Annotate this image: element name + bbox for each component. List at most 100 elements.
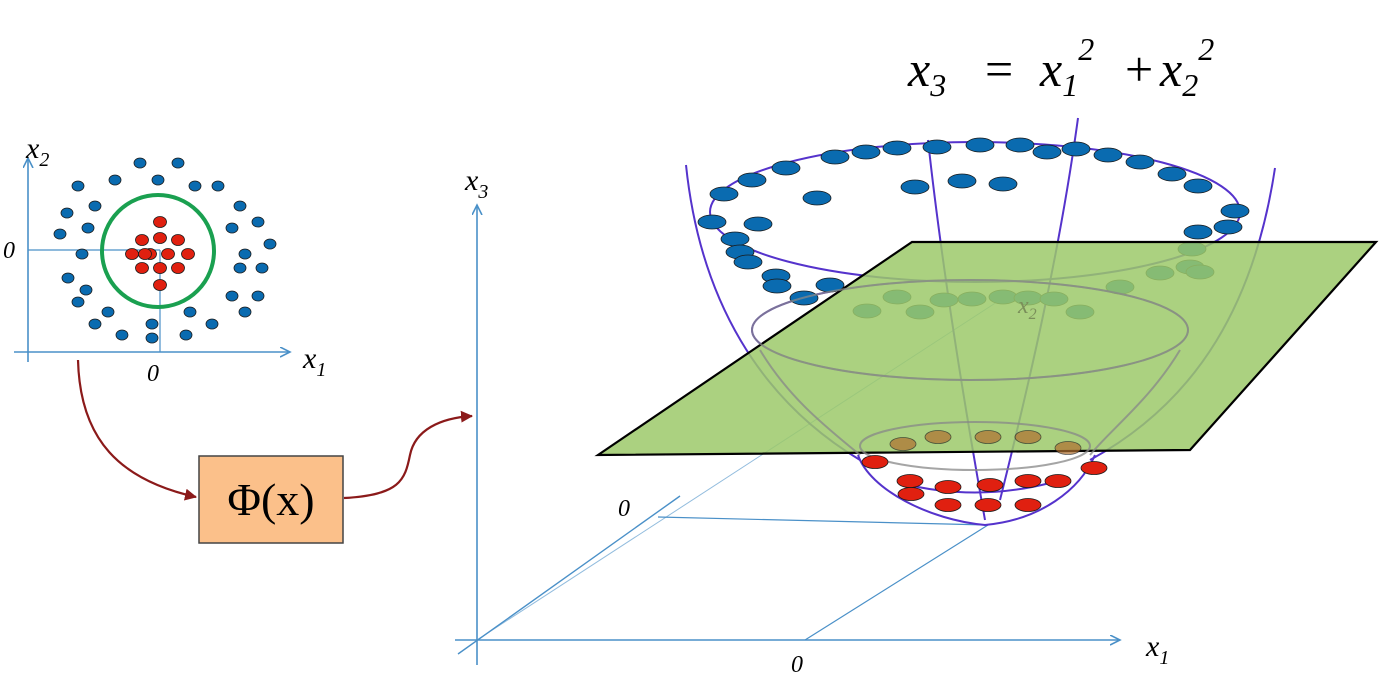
blue-point [60, 207, 74, 219]
blue-point [145, 318, 159, 330]
phi-box [198, 455, 344, 544]
blue-point [101, 306, 115, 318]
red-point [153, 216, 167, 228]
blue-point [171, 157, 185, 169]
equation: x3 = x12 + x22 [907, 31, 1214, 103]
blue-point [233, 200, 247, 212]
red-point [135, 262, 149, 274]
blue-point [61, 272, 75, 284]
phi-label: Φ(x) [227, 474, 314, 525]
blue-point-3d [737, 172, 767, 188]
blue-point [75, 248, 89, 260]
blue-point [71, 180, 85, 192]
eq-t2-sub: 2 [1182, 67, 1198, 103]
eq-lhs-sub: 3 [929, 67, 946, 103]
svg-text:x22: x22 [1159, 31, 1214, 103]
blue-point-3d [820, 149, 850, 165]
eq-lhs-var: x [907, 41, 930, 97]
blue-point [263, 238, 277, 250]
red-point-3d [897, 487, 925, 501]
separating-plane [594, 240, 1379, 457]
blue-point-3d [709, 186, 739, 202]
mapping: Φ(x) [76, 359, 473, 544]
red-point [171, 262, 185, 274]
red-point-3d [1014, 474, 1042, 488]
blue-point [255, 262, 269, 274]
blue-point-3d [697, 214, 727, 230]
separating-circle [100, 193, 216, 309]
blue-point [225, 290, 239, 302]
blue-point-3d [1183, 224, 1213, 240]
blue-point-3d [900, 179, 930, 195]
blue-point [81, 222, 95, 234]
feature-plot: x2 x3 x1 0 0 [455, 117, 1379, 678]
blue-point [225, 222, 239, 234]
blue-point [79, 284, 93, 296]
blue-point [145, 332, 159, 344]
map-arrow-in [76, 359, 197, 501]
floor-guide-1 [804, 524, 989, 641]
red-point [135, 234, 149, 246]
blue-point [133, 157, 147, 169]
blue-point [179, 329, 193, 341]
faded-point-3d [1014, 430, 1042, 444]
input-x-origin: 0 [147, 361, 159, 387]
floor-guide-2 [657, 516, 989, 526]
blue-point-3d [1183, 178, 1213, 194]
red-point-3d [934, 480, 962, 494]
blue-point-3d [965, 137, 995, 153]
red-point [125, 248, 139, 260]
red-point-3d [1014, 498, 1042, 512]
blue-point [211, 180, 225, 192]
floor-origin: 0 [618, 496, 630, 522]
svg-text:x12: x12 [1039, 31, 1094, 103]
blue-point [238, 248, 252, 260]
blue-point [251, 216, 265, 228]
red-point-3d [934, 498, 962, 512]
blue-point-3d [988, 176, 1018, 192]
red-point-3d [1044, 474, 1072, 488]
eq-t1-sup: 2 [1078, 31, 1094, 67]
blue-point [251, 290, 265, 302]
faded-point-3d [974, 430, 1002, 444]
red-point-3d [974, 498, 1002, 512]
blue-point [115, 329, 129, 341]
blue-point [108, 174, 122, 186]
red-point-3d [1080, 461, 1108, 475]
x1-origin-3d: 0 [791, 652, 803, 678]
eq-plus: + [1125, 41, 1153, 97]
x2-axis-3d [457, 495, 681, 655]
blue-point-3d [1157, 166, 1187, 182]
blue-point-3d [851, 144, 881, 160]
map-arrow-out [343, 410, 473, 500]
red-point-3d [861, 455, 889, 469]
red-point-3d [896, 474, 924, 488]
eq-equals: = [985, 41, 1013, 97]
paraboloid-through-plane [751, 279, 1189, 471]
blue-point-3d [922, 139, 952, 155]
blue-point-3d [947, 173, 977, 189]
paraboloid-bottom [857, 454, 1096, 527]
feature-red-points [861, 430, 1108, 512]
red-point [138, 248, 152, 260]
blue-point [233, 262, 247, 274]
eq-t2-var: x [1159, 41, 1182, 97]
blue-point-3d [1005, 137, 1035, 153]
input-blue-points [53, 157, 277, 344]
red-point [153, 279, 167, 291]
x1-label-3d: x1 [1145, 630, 1169, 669]
blue-point-3d [882, 140, 912, 156]
x3-label: x3 [464, 164, 488, 203]
input-x1-label: x1 [302, 342, 326, 381]
red-point [153, 232, 167, 244]
svg-text:x3: x3 [907, 41, 946, 103]
blue-point-3d [1125, 154, 1155, 170]
blue-point-3d [743, 216, 773, 232]
blue-point [188, 180, 202, 192]
blue-point-3d [720, 231, 750, 247]
eq-t2-sup: 2 [1198, 31, 1214, 67]
blue-point-3d [762, 278, 792, 294]
blue-point-3d [733, 254, 763, 270]
eq-t1-sub: 1 [1062, 67, 1078, 103]
